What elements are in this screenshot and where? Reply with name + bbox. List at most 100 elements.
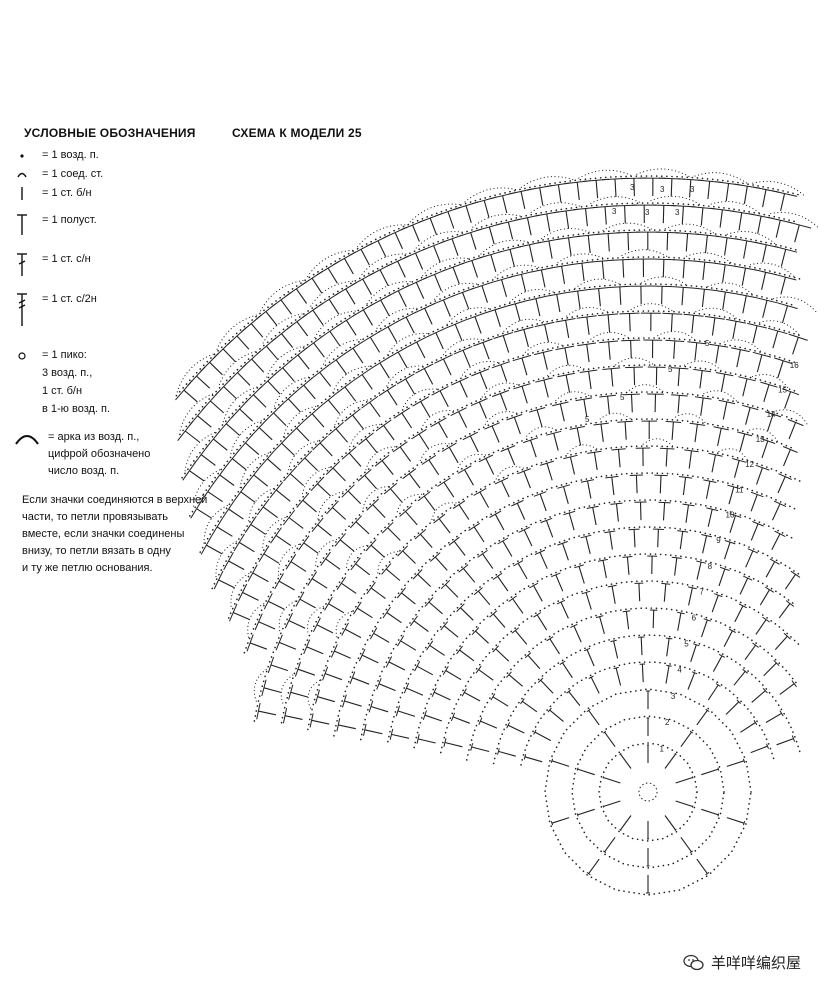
stitch-top [358,432,374,446]
stitch-top [409,615,418,627]
stitch [295,288,308,304]
stitch [584,208,588,227]
stitch-top [304,335,324,351]
stitch [327,399,341,415]
stitch-top [263,593,273,610]
stitch-top [576,767,579,771]
stitch [325,558,341,570]
stitch-top [765,411,782,418]
stitch [540,679,554,694]
stitch [438,518,451,534]
stitch-top [205,429,222,449]
stitch-top [422,710,427,721]
stitch-top [370,356,390,370]
stitch [638,583,641,602]
stitch-top [576,315,597,319]
stitch-top [368,700,374,713]
stitch [673,340,676,359]
stitch-top [512,354,532,362]
stitch [223,386,237,400]
stitch [719,209,723,228]
stitch [319,442,333,457]
stitch-top [341,622,349,636]
stitch-top [736,699,742,705]
stitch-top [315,689,320,704]
stitch [289,473,304,487]
stitch [536,409,543,428]
stitch [282,367,295,382]
stitch [460,607,474,621]
stitch-top [665,637,673,640]
stitch [492,696,509,707]
chain-arch [421,257,469,277]
stitch-top [450,407,467,417]
stitch-top [529,582,539,589]
stitch-top [622,610,631,613]
stitch-top [396,373,415,385]
stitch [311,413,325,428]
stitch [327,267,338,284]
chain-arch [555,253,603,265]
stitch [702,535,708,554]
stitch-top [378,320,399,333]
chain-arch [640,276,687,285]
stitch-top [504,300,526,308]
stitch-top [297,450,313,466]
stitch [601,260,605,279]
stitch-top [392,441,408,453]
stitch-top [555,345,575,351]
stitch [588,858,600,875]
round-number: 14 [767,410,776,419]
stitch-top [593,422,609,426]
stitch-top [414,303,436,314]
stitch-top [336,576,347,590]
stitch-top [310,476,325,492]
stitch [561,662,573,679]
stitch-top [322,666,329,681]
stitch-top [563,454,578,460]
stitch [207,491,223,503]
stitch-top [336,718,341,732]
stitch [333,650,351,659]
stitch-top [451,288,474,297]
stitch [439,390,449,407]
stitch-top [443,738,447,747]
chain-arch [387,332,428,356]
stitch [238,541,255,553]
stitch-top [659,447,675,450]
stitch [739,577,749,595]
stitch-top [790,570,801,578]
row-18-chain [198,283,793,555]
stitch-top [717,813,720,817]
stitch [249,642,268,650]
stitch [242,591,259,601]
stitch [462,349,471,368]
stitch [711,595,719,613]
stitch-top [652,258,676,261]
stitch-top [441,442,457,452]
stitch [745,550,754,568]
stitch-top [395,705,401,717]
stitch [666,232,669,251]
chain-arch [619,249,668,258]
stitch-top [724,540,736,545]
chain-arch [280,674,294,707]
stitch [379,362,390,379]
stitch [405,316,415,334]
stitch [296,321,309,337]
stitch-top [343,341,363,355]
stitch-top [598,558,608,562]
stitch [573,625,582,643]
stitch [711,317,716,336]
stitch [328,298,340,315]
stitch-top [254,613,263,631]
stitch-top [357,469,372,482]
stitch-top [694,396,712,400]
stitch [780,193,786,212]
stitch-top [307,571,318,586]
stitch-top [616,231,640,234]
stitch [344,386,357,402]
stitch [600,423,604,442]
stitch-top [783,632,791,640]
stitch-top [396,587,406,599]
